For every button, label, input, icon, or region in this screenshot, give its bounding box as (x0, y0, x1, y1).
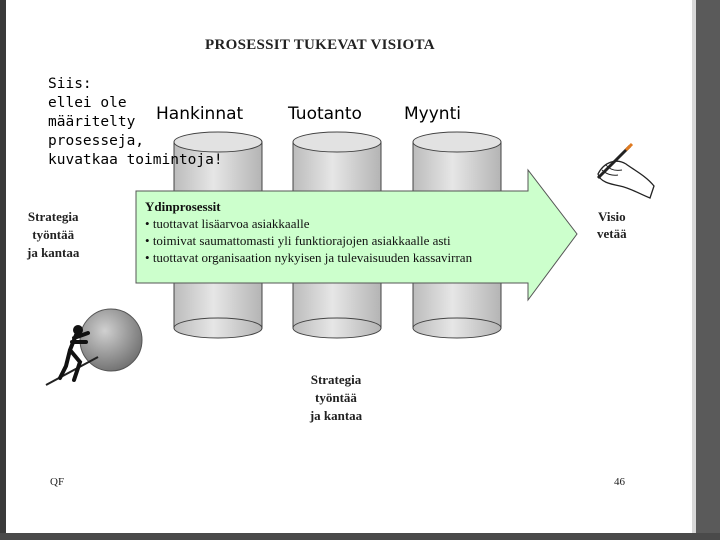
strategy-line: ja kantaa (27, 244, 79, 262)
strategy-line: ja kantaa (300, 407, 372, 425)
column-label-tuotanto: Tuotanto (288, 104, 362, 124)
strategy-label-bottom: Strategia työntää ja kantaa (300, 371, 372, 425)
footer-logo-text: QF (50, 476, 64, 488)
vision-line: Visio (597, 208, 627, 225)
strategy-line: työntää (300, 389, 372, 407)
core-process-item: tuottavat organisaation nykyisen ja tule… (145, 249, 575, 266)
column-label-myynti: Myynti (404, 104, 461, 124)
strategy-line: työntää (27, 226, 79, 244)
pushing-figure-illustration (46, 309, 142, 385)
page-number: 46 (614, 476, 625, 488)
vision-label: Visio vetää (597, 208, 627, 242)
core-process-list: tuottavat lisäarvoa asiakkaalle toimivat… (145, 215, 575, 266)
note-line: prosesseja, (48, 133, 144, 149)
strategy-label-left: Strategia työntää ja kantaa (27, 208, 79, 262)
note-line: ellei ole (48, 95, 127, 111)
core-process-title: Ydinprosessit (145, 198, 575, 215)
core-process-text: Ydinprosessit tuottavat lisäarvoa asiakk… (145, 198, 575, 266)
column-label-hankinnat: Hankinnat (156, 104, 243, 124)
note-line: kuvatkaa toimintoja! (48, 152, 223, 168)
note-line: määritelty (48, 114, 135, 130)
core-process-item: toimivat saumattomasti yli funktiorajoje… (145, 232, 575, 249)
strategy-line: Strategia (300, 371, 372, 389)
vision-line: vetää (597, 225, 627, 242)
writing-hand-illustration (598, 144, 654, 198)
slide-title: PROSESSIT TUKEVAT VISIOTA (205, 37, 435, 54)
note-line: Siis: (48, 76, 92, 92)
core-process-item: tuottavat lisäarvoa asiakkaalle (145, 215, 575, 232)
strategy-line: Strategia (27, 208, 79, 226)
